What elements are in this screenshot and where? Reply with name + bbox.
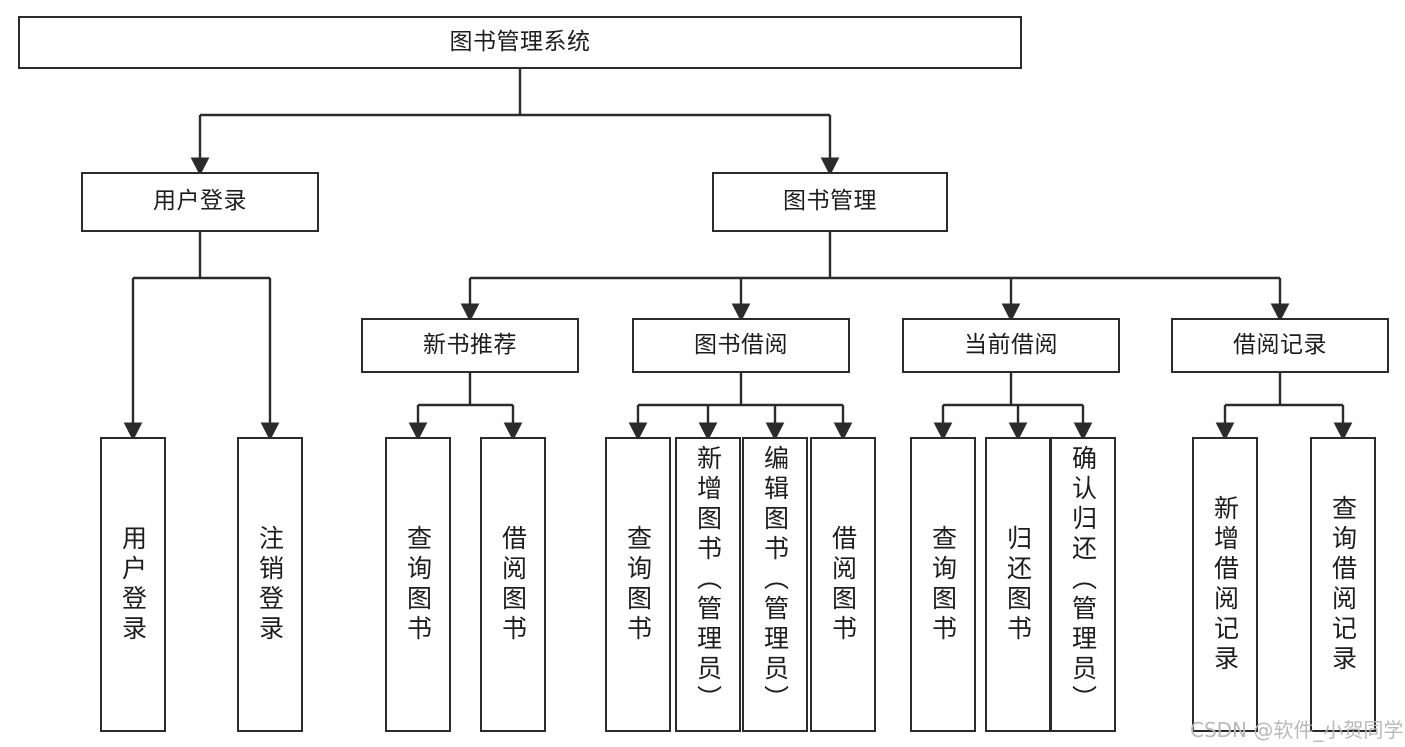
node-book-borrow[interactable]: 图书借阅 <box>632 318 850 373</box>
node-leaf-borrow-book-2[interactable]: 借阅图书 <box>810 437 876 732</box>
watermark-credit: CSDN @软件_小贺同学 <box>1190 718 1404 742</box>
node-root-system[interactable]: 图书管理系统 <box>18 16 1022 69</box>
node-leaf-user-login[interactable]: 用户登录 <box>100 437 166 732</box>
node-label: 借阅图书 <box>828 524 858 645</box>
node-label: 注销登录 <box>255 524 285 645</box>
node-borrow-record[interactable]: 借阅记录 <box>1171 318 1389 373</box>
node-label: 借阅图书 <box>498 524 528 645</box>
node-label: 图书管理 <box>783 188 877 215</box>
node-label: 编辑图书（管理员） <box>760 445 790 715</box>
node-current-borrow[interactable]: 当前借阅 <box>902 318 1120 373</box>
node-user-login[interactable]: 用户登录 <box>81 172 319 232</box>
node-leaf-query-book-1[interactable]: 查询图书 <box>385 437 451 732</box>
node-label: 新书推荐 <box>423 331 517 358</box>
node-label: 图书管理系统 <box>449 28 591 55</box>
node-leaf-query-book-2[interactable]: 查询图书 <box>605 437 671 732</box>
node-new-book-recommend[interactable]: 新书推荐 <box>361 318 579 373</box>
node-leaf-confirm-return[interactable]: 确认归还（管理员） <box>1050 437 1116 732</box>
node-leaf-add-book-admin[interactable]: 新增图书（管理员） <box>675 437 741 732</box>
node-label: 图书借阅 <box>694 331 788 358</box>
node-label: 用户登录 <box>118 524 148 645</box>
node-label: 查询图书 <box>928 524 958 645</box>
node-leaf-query-borrow-record[interactable]: 查询借阅记录 <box>1310 437 1376 732</box>
node-leaf-edit-book-admin[interactable]: 编辑图书（管理员） <box>742 437 808 732</box>
node-label: 新增借阅记录 <box>1210 494 1240 675</box>
node-label: 查询图书 <box>623 524 653 645</box>
node-leaf-logout-login[interactable]: 注销登录 <box>237 437 303 732</box>
node-label: 当前借阅 <box>964 331 1058 358</box>
node-label: 查询图书 <box>403 524 433 645</box>
node-label: 查询借阅记录 <box>1328 494 1358 675</box>
node-label: 确认归还（管理员） <box>1068 445 1098 715</box>
node-label: 新增图书（管理员） <box>693 445 723 715</box>
node-leaf-borrow-book-1[interactable]: 借阅图书 <box>480 437 546 732</box>
node-leaf-return-book[interactable]: 归还图书 <box>985 437 1051 732</box>
node-leaf-query-book-3[interactable]: 查询图书 <box>910 437 976 732</box>
node-leaf-add-borrow-record[interactable]: 新增借阅记录 <box>1192 437 1258 732</box>
node-label: 归还图书 <box>1003 524 1033 645</box>
node-book-management[interactable]: 图书管理 <box>712 172 948 232</box>
node-label: 用户登录 <box>153 188 247 215</box>
node-label: 借阅记录 <box>1233 331 1327 358</box>
